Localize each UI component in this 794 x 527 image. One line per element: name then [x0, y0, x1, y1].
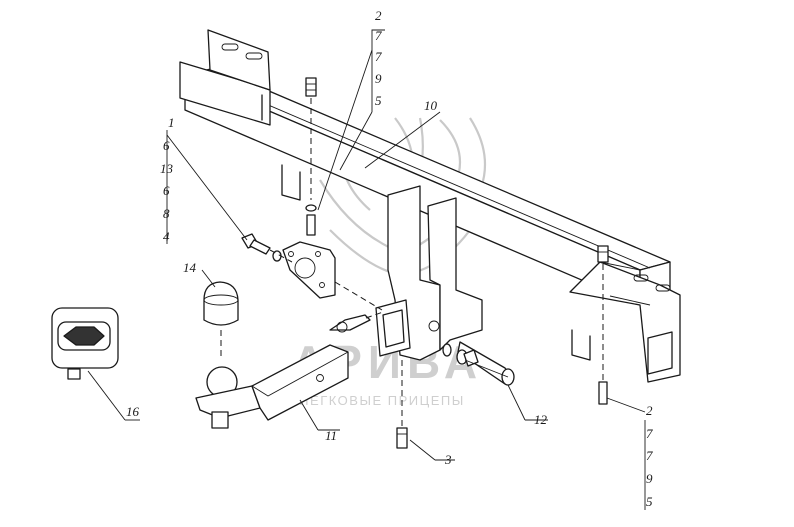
watermark-tagline: ЛЕГКОВЫЕ ПРИЦЕПЫ: [300, 393, 465, 408]
callout-pin: 12: [534, 412, 548, 427]
callout-right-2: 7: [646, 426, 653, 441]
callout-top-2: 7: [375, 28, 382, 43]
callout-bolt: 3: [444, 452, 452, 467]
mounting-flange: [282, 241, 383, 311]
callout-ball-cap: 14: [183, 260, 197, 275]
callout-stack-left: 1 6 13 6 8 4: [160, 115, 175, 244]
callout-control-unit: 16: [126, 404, 140, 419]
callout-stack-right: 2 7 7 9 5: [646, 403, 653, 509]
callout-beam: 10: [424, 98, 438, 113]
control-unit: [51, 307, 119, 380]
callout-right-1: 2: [646, 403, 653, 418]
callout-left-1: 1: [168, 115, 175, 130]
ball-cap: [203, 281, 239, 360]
callout-stack-top: 2 7 7 9 5: [375, 8, 382, 108]
callout-top-5: 5: [375, 93, 382, 108]
callout-right-3: 7: [646, 448, 653, 463]
bolt-stack-right: [597, 245, 609, 405]
callout-left-2: 6: [163, 138, 170, 153]
callout-top-4: 9: [375, 71, 382, 86]
callout-right-4: 9: [646, 471, 653, 486]
callout-left-5: 8: [163, 206, 170, 221]
callout-left-4: 6: [163, 183, 170, 198]
callout-left-6: 4: [163, 229, 170, 244]
callout-top-1: 2: [375, 8, 382, 23]
leader-lines: [87, 29, 646, 510]
cross-beam: [179, 29, 681, 383]
bolt-stack-top: [305, 77, 317, 236]
ball-mount: [195, 344, 349, 429]
callout-right-5: 5: [646, 494, 653, 509]
bolt-3: [396, 360, 408, 449]
callout-top-3: 7: [375, 49, 382, 64]
callout-ball-mount: 11: [325, 428, 337, 443]
bolt-assembly-left: [241, 233, 293, 263]
callout-left-3: 13: [160, 161, 174, 176]
